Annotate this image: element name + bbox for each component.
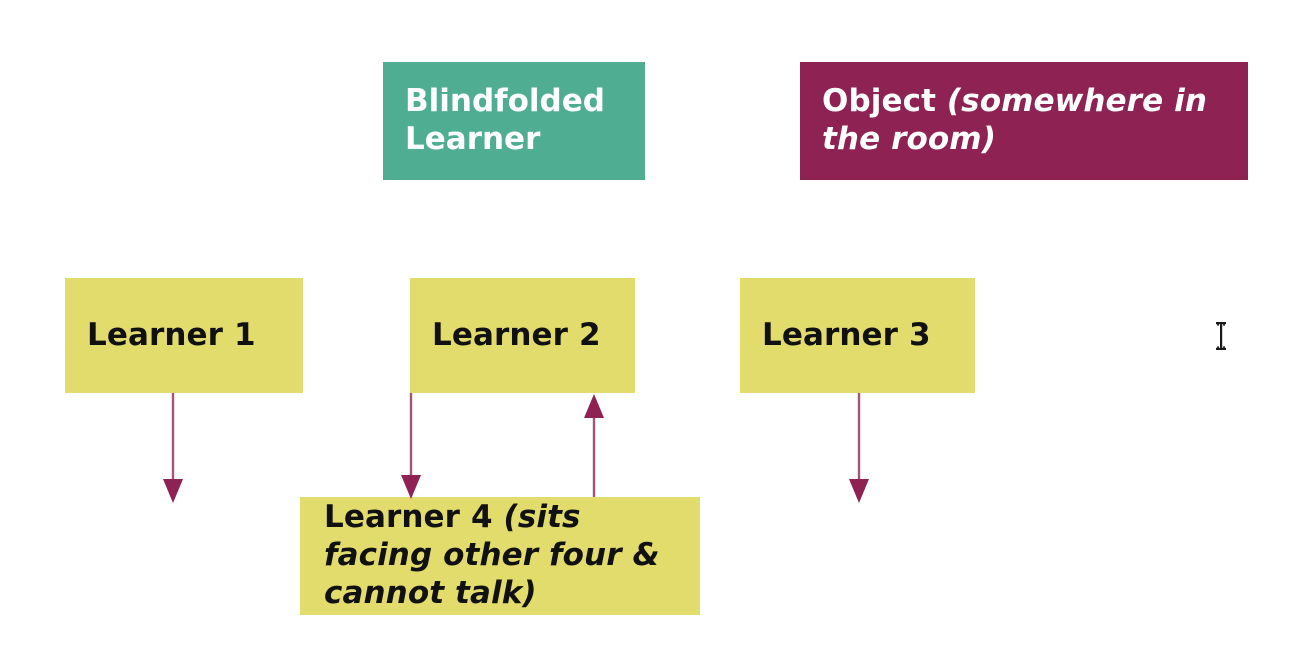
learner-4-note: (sits facing other four & cannot talk) [324,499,660,611]
learner4-to-learner2-arrow [581,393,607,498]
learner-4-label: Learner 4 [324,499,493,536]
box-learner-1[interactable]: Learner 1 [65,278,303,393]
box-learner-4[interactable]: Learner 4 (sits facing other four & cann… [300,497,700,615]
box-learner-3[interactable]: Learner 3 [740,278,975,393]
box-blindfolded-learner[interactable]: Blindfolded Learner [383,62,645,180]
learner-3-label: Learner 3 [762,316,931,353]
text-ibeam-cursor [1213,320,1229,356]
blindfolded-learner-label: Blindfolded Learner [405,83,605,157]
learner-4-label-group: Learner 4 (sits facing other four & cann… [324,499,676,612]
learner-2-label: Learner 2 [432,316,601,353]
box-object[interactable]: Object (somewhere in the room) [800,62,1248,180]
learner-1-label: Learner 1 [87,316,256,353]
box-learner-2[interactable]: Learner 2 [410,278,635,393]
object-label-group: Object (somewhere in the room) [822,83,1226,159]
learner3-down-arrow [846,393,872,508]
object-label: Object [822,83,936,120]
learner1-down-arrow [160,393,186,508]
object-note: (somewhere in the room) [822,83,1207,157]
learner2-to-learner4-arrow [398,393,424,503]
